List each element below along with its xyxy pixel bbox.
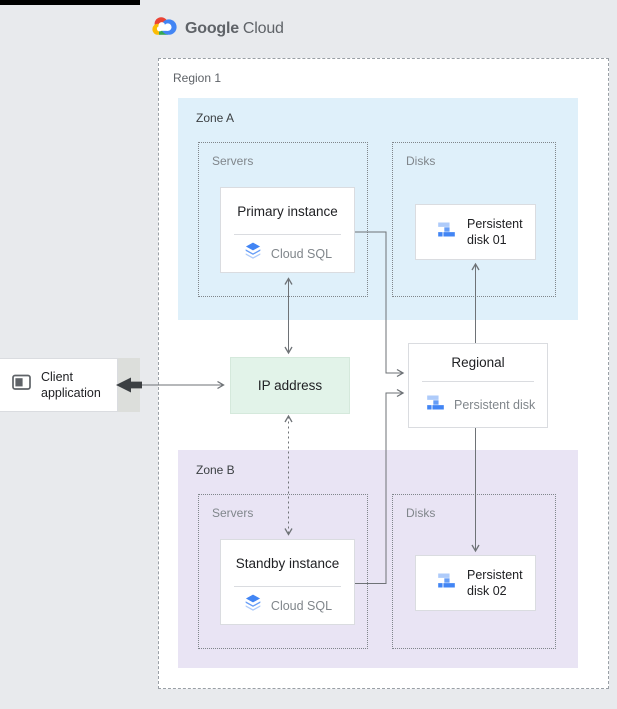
top-black-bar [0, 0, 140, 5]
zone-a-label: Zone A [196, 111, 235, 125]
persistent-disk-02-card: Persistent disk 02 [415, 555, 536, 611]
logo-text-google: Google [185, 19, 239, 37]
application-window-icon [12, 374, 32, 396]
card-divider [234, 234, 341, 235]
regional-product-label: Persistent disk [454, 397, 536, 412]
persistent-disk-icon [425, 392, 446, 418]
zone-a-servers-label: Servers [212, 154, 254, 168]
standby-product-label: Cloud SQL [270, 598, 333, 613]
disk01-line1: Persistent [467, 217, 523, 231]
card-divider [422, 381, 534, 382]
zone-a: Zone A Servers Primary instance [178, 98, 578, 320]
disk02-line2: disk 02 [467, 584, 507, 598]
zone-b-disks-label: Disks [406, 506, 436, 520]
ip-address-box: IP address [230, 357, 350, 414]
standby-instance-card: Standby instance Cloud SQL [220, 539, 355, 625]
google-cloud-cloud-icon [151, 15, 178, 42]
zone-b: Zone B Servers Standby instance [178, 450, 578, 668]
persistent-disk-01-name: Persistent disk 01 [467, 216, 523, 248]
region-label: Region 1 [173, 71, 222, 85]
regional-title: Regional [451, 355, 505, 370]
persistent-disk-02-name: Persistent disk 02 [467, 567, 523, 599]
zone-b-servers-label: Servers [212, 506, 254, 520]
standby-instance-title: Standby instance [235, 555, 340, 571]
logo-text-cloud: Cloud [242, 19, 284, 37]
primary-instance-title: Primary instance [237, 203, 338, 219]
zone-a-servers-group: Servers Primary instance Cloud SQL [198, 142, 368, 297]
persistent-disk-icon [436, 570, 457, 596]
cloud-sql-icon [243, 241, 263, 266]
zone-b-servers-group: Servers Standby instance Cloud SQL [198, 494, 368, 649]
zone-b-label: Zone B [196, 463, 235, 477]
card-divider [234, 586, 341, 587]
primary-instance-card: Primary instance Cloud SQL [220, 187, 355, 273]
client-line2: application [41, 386, 101, 400]
client-application-card: Client application [0, 358, 118, 412]
ip-address-label: IP address [257, 378, 323, 393]
client-connector-block [118, 358, 140, 412]
zone-b-disks-group: Disks Persistent disk 02 [392, 494, 556, 649]
cloud-sql-icon [243, 593, 263, 618]
client-line1: Client [41, 370, 73, 384]
zone-a-disks-label: Disks [406, 154, 436, 168]
persistent-disk-icon [436, 219, 457, 245]
primary-product-label: Cloud SQL [270, 246, 333, 261]
regional-persistent-disk-card: Regional Persistent disk [408, 343, 548, 428]
disk02-line1: Persistent [467, 568, 523, 582]
client-application-name: Client application [41, 369, 101, 401]
disk01-line2: disk 01 [467, 233, 507, 247]
zone-a-disks-group: Disks Persistent disk 01 [392, 142, 556, 297]
persistent-disk-01-card: Persistent disk 01 [415, 204, 536, 260]
